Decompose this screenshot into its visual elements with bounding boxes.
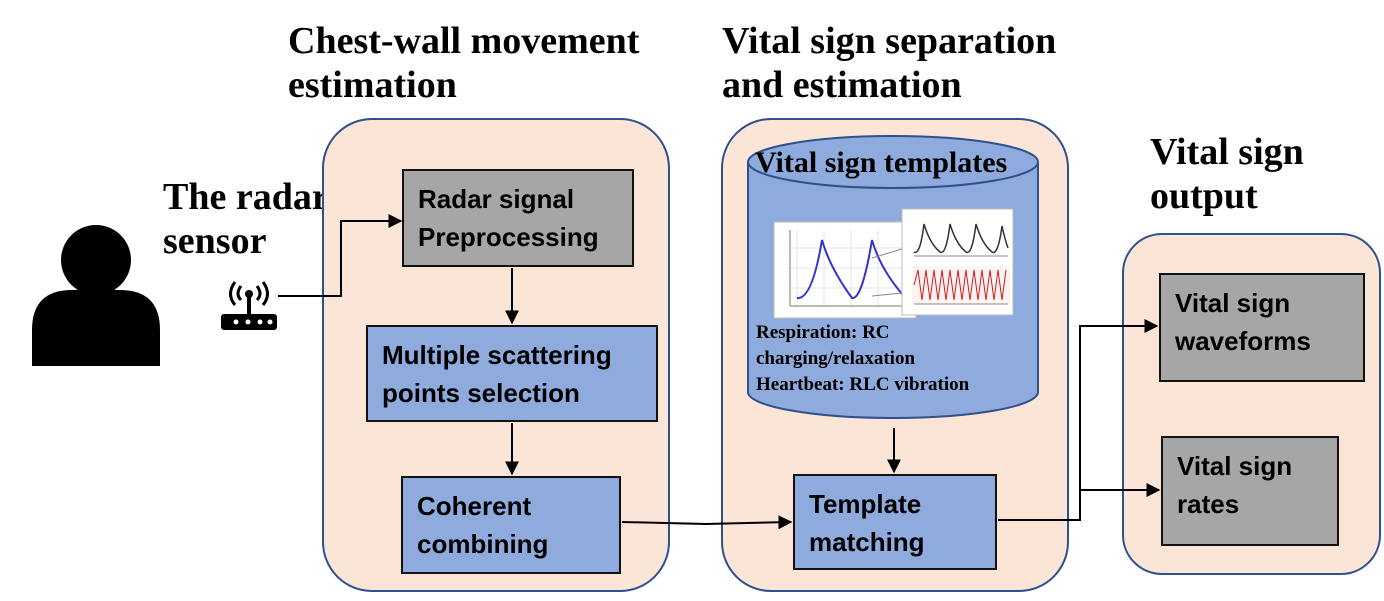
template-matching-block: Template matching <box>793 474 997 570</box>
templates-title: Vital sign templates <box>755 146 1008 179</box>
respiration-label: Respiration: RC <box>756 322 890 343</box>
heartbeat-label: Heartbeat: RLC vibration <box>756 374 970 395</box>
radar-preprocessing-block: Radar signal Preprocessing <box>402 169 634 267</box>
scattering-selection-block: Multiple scattering points selection <box>366 325 658 422</box>
vital-sign-rates-block: Vital sign rates <box>1161 436 1339 546</box>
vital-sign-waveforms-block: Vital sign waveforms <box>1159 273 1365 382</box>
separation-stage-title: Vital sign separation and estimation <box>722 20 1057 106</box>
radar-sensor-title: The radar sensor <box>163 176 329 262</box>
chest-wall-stage-title: Chest-wall movement estimation <box>288 20 640 106</box>
output-stage-title: Vital sign output <box>1150 131 1304 217</box>
respiration-label-cont: charging/relaxation <box>756 348 916 369</box>
coherent-combining-block: Coherent combining <box>401 476 621 574</box>
